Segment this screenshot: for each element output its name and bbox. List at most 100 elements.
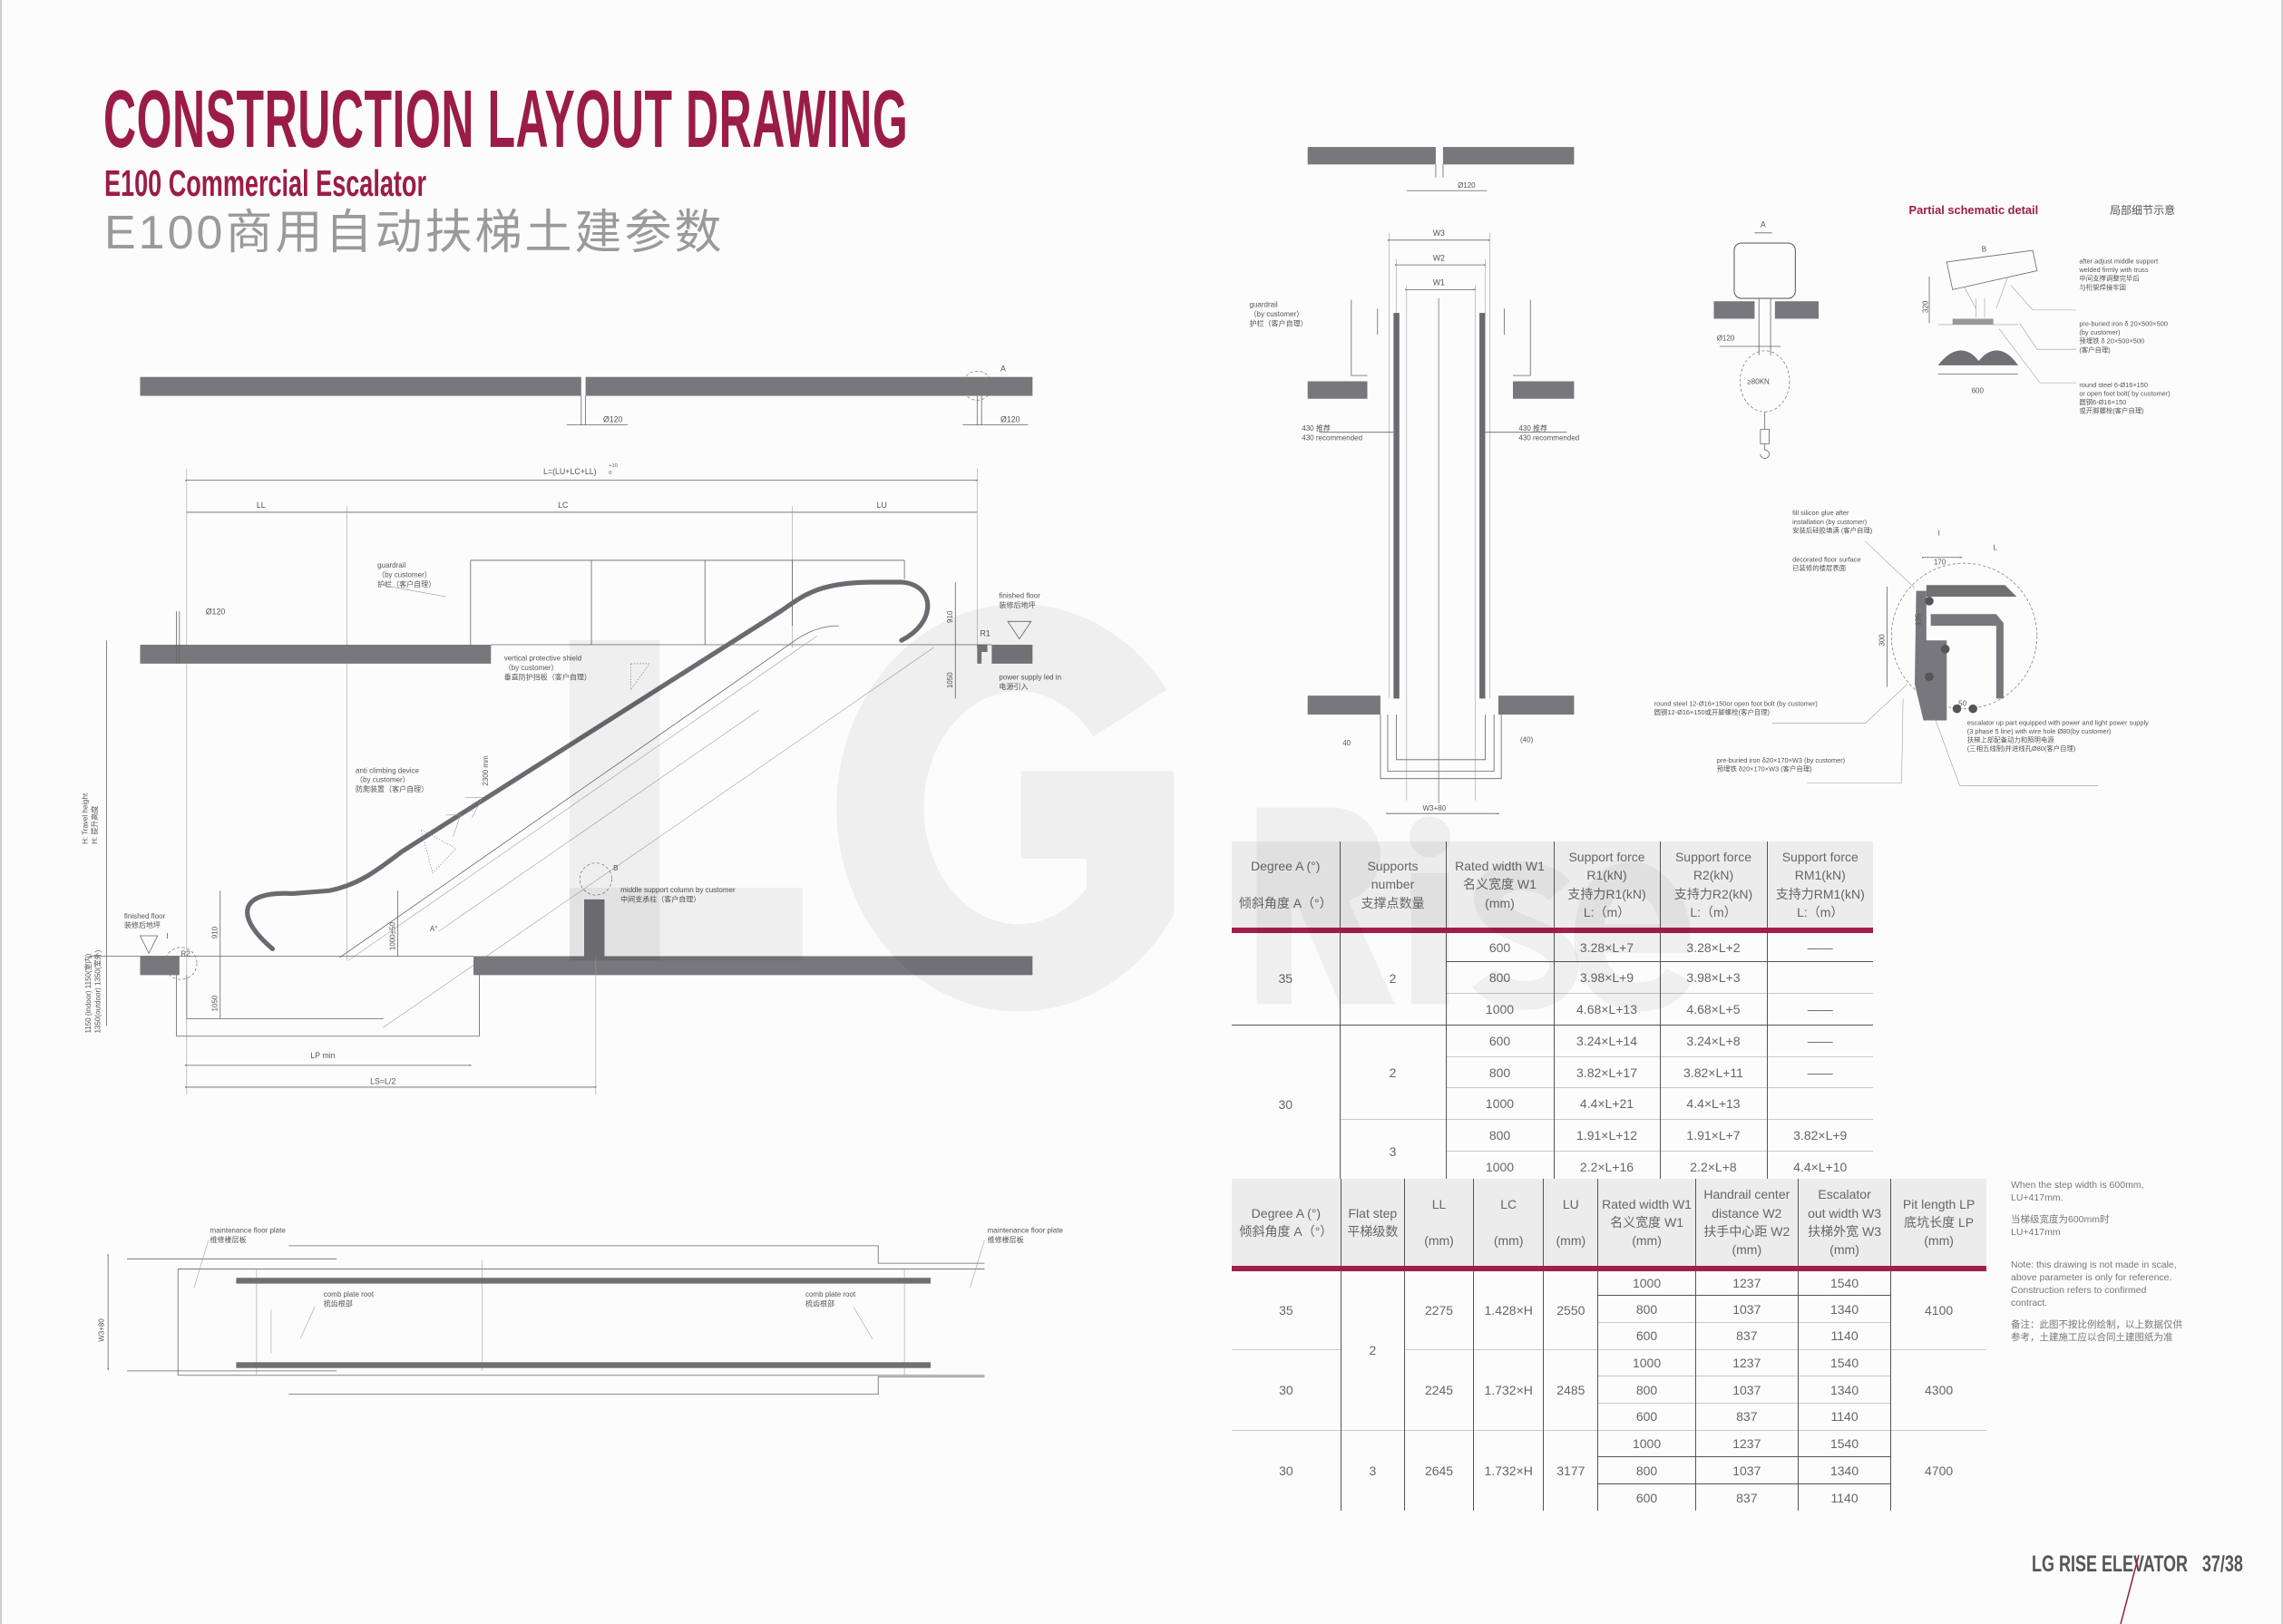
label-line: welded firmly with truss — [2078, 266, 2149, 274]
detail-a-marker: A — [1000, 364, 1006, 373]
column-header: Degree A (°)倾斜角度 A（°） — [1232, 1179, 1342, 1271]
total-length-dimension: L=(LU+LC+LL) — [543, 467, 597, 476]
top-floor-slab — [585, 376, 1033, 396]
pit-depth-label: 1150 (indoor) 1150(室内)1350(outdoor) 1350… — [83, 949, 102, 1033]
note-line: LU+417mm. — [2011, 1192, 2063, 1203]
label-line: 已装修的楼层表面 — [1792, 564, 1846, 572]
lower-floor-slab — [473, 956, 1033, 976]
label-line: （by customer） — [504, 664, 559, 672]
rm1-cell: —— — [1766, 1024, 1873, 1057]
hole-diameter-label: Ø120 — [1458, 181, 1476, 190]
r1-cell: 3.82×L+17 — [1553, 1055, 1660, 1088]
ll-cell: 2645 — [1403, 1429, 1474, 1512]
dimension-w3: W3 — [1433, 229, 1445, 238]
dimension-1050: 1050 — [946, 672, 954, 688]
travel-height-label: H: Travel heightH: 提升高度 — [82, 793, 99, 844]
label-line: middle support column by customer — [620, 886, 736, 894]
dimension-910: 910 — [211, 926, 220, 938]
r2-cell: 3.24×L+8 — [1659, 1024, 1767, 1057]
r2-cell: 3.98×L+3 — [1659, 961, 1767, 994]
handrail-distance-cell: 1037 — [1694, 1376, 1799, 1404]
label-line: 安装后硅胶填满 (客户自理) — [1792, 526, 1872, 534]
guardrail-label: guardrail（by customer）护栏（客户自理） — [1249, 301, 1307, 328]
width-cell: 1000 — [1445, 993, 1554, 1026]
r1-label: R1 — [981, 628, 990, 637]
pit-width-label: W3+80 — [1422, 804, 1446, 812]
note-line: above parameter is only for reference. — [2011, 1272, 2172, 1283]
label-line: 1350(outdoor) 1350(室外) — [93, 949, 102, 1033]
label-line: 梳齿根部 — [324, 1298, 353, 1308]
load-label: ≥80KN — [1747, 378, 1770, 386]
label-line: 中间支承柱（客户自理） — [620, 894, 700, 903]
rated-width-cell: 800 — [1597, 1456, 1696, 1484]
label-line: installation (by customer) — [1792, 518, 1867, 526]
width-cell: 800 — [1445, 1119, 1554, 1152]
label-line: 防爬装置（客户自理） — [356, 784, 428, 793]
r2-cell: 3.82×L+11 — [1659, 1055, 1767, 1088]
handrail-distance-cell: 1037 — [1694, 1295, 1799, 1323]
notes: When the step width is 600mm,LU+417mm. 当… — [2011, 1179, 2274, 1344]
r1-cell: 4.4×L+21 — [1553, 1087, 1660, 1120]
cross-section-drawing: Ø120 W3 W2 W1 guardrail（by customer）护栏（客… — [1249, 147, 1579, 814]
label-line: H: Travel height — [82, 793, 90, 844]
pit-length-cell: 4700 — [1890, 1429, 1986, 1512]
gap-label: (40) — [1520, 736, 1534, 744]
page-subtitle: E100 Commercial Escalator — [104, 162, 426, 204]
outer-width-cell: 1540 — [1797, 1429, 1891, 1457]
rated-width-cell: 800 — [1597, 1376, 1696, 1404]
width-cell: 1000 — [1445, 1151, 1554, 1183]
hole-diameter-label: Ø120 — [1717, 335, 1735, 343]
r1-cell: 4.68×L+13 — [1553, 993, 1660, 1026]
supports-cell: 2 — [1339, 929, 1446, 1026]
pre-buried-iron-note: pre-buried iron δ20×170×W3 (by customer)… — [1717, 756, 1845, 773]
rated-width-cell: 1000 — [1597, 1348, 1696, 1376]
angle-label: A° — [430, 925, 438, 933]
degree-cell: 35 — [1232, 929, 1340, 1026]
step-width-note: When the step width is 600mm,LU+417mm. — [2011, 1179, 2274, 1204]
power-supply-note: escalator up part equipped with power an… — [1967, 718, 2149, 753]
dimension-w1: W1 — [1433, 278, 1445, 287]
handrail-distance-cell: 837 — [1694, 1321, 1799, 1350]
label-line: 430 recommended — [1518, 434, 1579, 442]
r2-cell: 3.28×L+2 — [1659, 929, 1767, 962]
rm1-cell: 3.82×L+9 — [1766, 1119, 1873, 1152]
label-line: pre-buried iron δ20×170×W3 (by customer) — [1717, 756, 1845, 764]
escalator-handrail — [245, 579, 931, 952]
rise-height-label: 2300 mm — [482, 755, 490, 786]
anti-climbing-label: anti climbing device（by customer）防爬装置（客户… — [356, 766, 428, 793]
label-line: 维修楼层板 — [210, 1235, 247, 1244]
r2-cell: 4.4×L+13 — [1659, 1087, 1767, 1120]
dimension-1050: 1050 — [211, 995, 220, 1011]
ll-cell: 2275 — [1403, 1268, 1474, 1350]
upper-floor-slab — [140, 645, 492, 664]
rated-width-cell: 1000 — [1597, 1429, 1696, 1457]
column-header: Degree A (°)倾斜角度 A（°） — [1232, 841, 1340, 933]
scale-note: Note: this drawing is not made in scale,… — [2011, 1259, 2274, 1309]
rm1-cell — [1766, 1087, 1873, 1120]
detail-a-title: A — [1761, 219, 1766, 229]
width-cell: 1000 — [1445, 1087, 1554, 1120]
dimension-300: 300 — [1878, 634, 1886, 647]
